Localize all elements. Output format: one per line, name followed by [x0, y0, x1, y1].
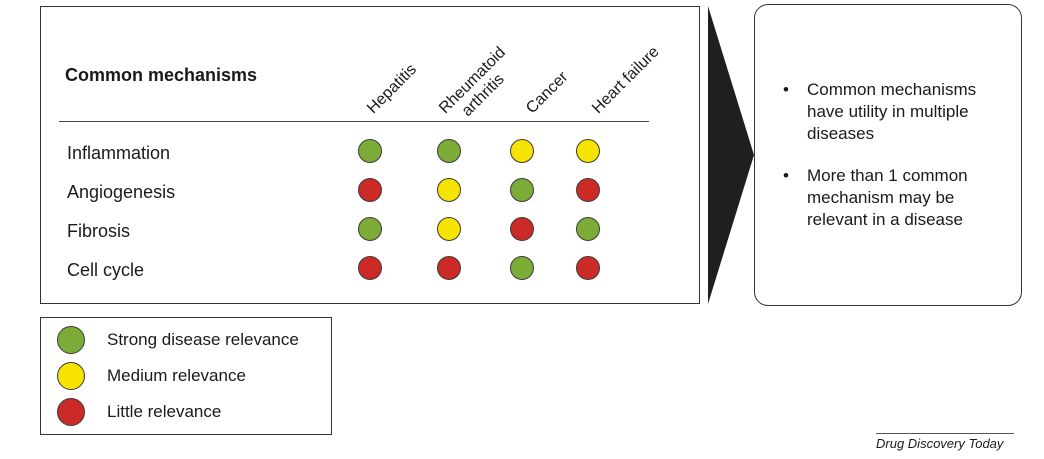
row-label-inflammation: Inflammation: [67, 143, 171, 163]
legend-label: Medium relevance: [107, 366, 246, 385]
yellow-circle-icon: [57, 362, 85, 390]
green-circle-icon: [57, 326, 85, 354]
mechanism-matrix-panel: Common mechanisms Hepatitis Rheumatoid a…: [40, 6, 700, 304]
column-header-rheumatoid-arthritis: Rheumatoid arthritis: [436, 44, 522, 130]
red-circle-icon: [576, 256, 600, 280]
green-circle-icon: [576, 217, 600, 241]
red-circle-icon: [358, 256, 382, 280]
header-divider: [59, 121, 649, 122]
row-label-cell-cycle: Cell cycle: [67, 260, 145, 280]
green-circle-icon: [510, 178, 534, 202]
green-circle-icon: [358, 217, 382, 241]
yellow-circle-icon: [437, 178, 461, 202]
row-label-fibrosis: Fibrosis: [67, 221, 131, 241]
legend: Strong disease relevance Medium relevanc…: [40, 317, 332, 435]
right-arrow-icon: [708, 6, 754, 304]
summary-bullet-list: Common mechanisms have utility in multip…: [783, 79, 1011, 251]
yellow-circle-icon: [576, 139, 600, 163]
column-header-line: Cancer: [523, 68, 572, 118]
yellow-circle-icon: [437, 217, 461, 241]
summary-panel: Common mechanisms have utility in multip…: [754, 4, 1022, 306]
summary-bullet: More than 1 common mechanism may be rele…: [783, 165, 1011, 231]
red-circle-icon: [57, 398, 85, 426]
column-header-line: Heart failure: [589, 43, 663, 118]
red-circle-icon: [576, 178, 600, 202]
yellow-circle-icon: [510, 139, 534, 163]
column-header-hepatitis: Hepatitis: [364, 61, 421, 118]
red-circle-icon: [358, 178, 382, 202]
column-header-cancer: Cancer: [523, 69, 572, 118]
legend-label: Strong disease relevance: [107, 330, 299, 349]
green-circle-icon: [437, 139, 461, 163]
green-circle-icon: [510, 256, 534, 280]
summary-bullet: Common mechanisms have utility in multip…: [783, 79, 1011, 145]
column-header-line: Hepatitis: [364, 60, 421, 118]
red-circle-icon: [510, 217, 534, 241]
row-label-angiogenesis: Angiogenesis: [67, 182, 176, 202]
column-header-heart-failure: Heart failure: [589, 43, 663, 117]
matrix-title: Common mechanisms: [65, 65, 258, 85]
legend-label: Little relevance: [107, 402, 222, 421]
red-circle-icon: [437, 256, 461, 280]
source-credit: Drug Discovery Today: [876, 433, 1014, 451]
green-circle-icon: [358, 139, 382, 163]
